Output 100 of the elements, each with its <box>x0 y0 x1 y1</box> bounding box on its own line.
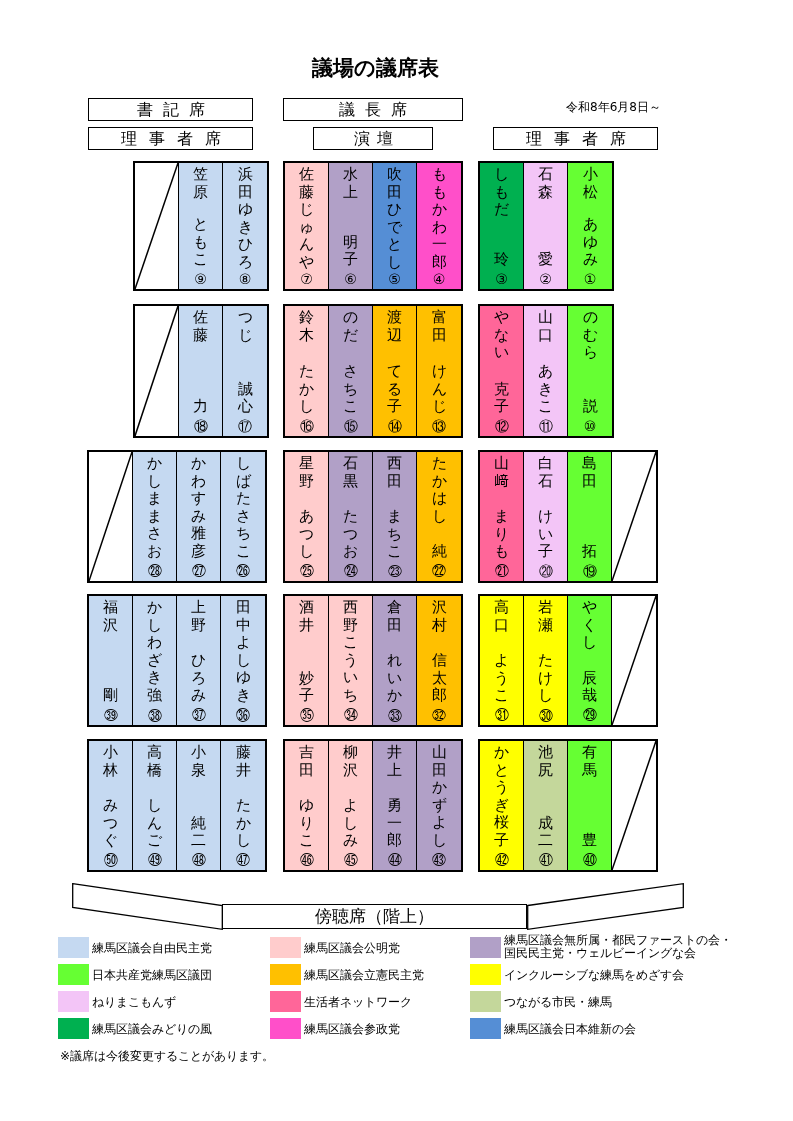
legend-text: 練馬区議会参政党 <box>304 1021 400 1036</box>
seat <box>568 596 612 725</box>
seat-number: ㉕ <box>299 564 314 578</box>
seat <box>221 596 265 725</box>
seat-number: ⑥ <box>344 272 357 286</box>
seat-number: ① <box>583 272 597 286</box>
legend-text: ねりまこもんず <box>92 994 176 1009</box>
seat-number: ㉙ <box>582 708 597 722</box>
member-name: 説 <box>581 398 599 416</box>
seat <box>480 741 524 870</box>
seat-number: ⑬ <box>432 419 446 433</box>
member-name: よしみ <box>342 797 359 850</box>
legend-text: 練馬区議会みどりの風 <box>92 1021 212 1036</box>
member-name: 辰哉 <box>581 669 598 705</box>
member-name: つじ <box>236 309 254 345</box>
member-name: たけし <box>537 652 554 705</box>
member-name: 純 <box>430 543 448 561</box>
seat <box>373 163 417 289</box>
footnote-text: ※議席は今後変更することがあります。 <box>60 1049 275 1064</box>
seat-number: ⑫ <box>494 419 509 433</box>
member-name: かしわざき強 <box>146 599 163 705</box>
seat <box>524 452 568 581</box>
seat-number: ⑭ <box>387 419 402 433</box>
member-name: 妙子 <box>298 669 315 705</box>
seat <box>179 306 223 436</box>
seat-number: ⑳ <box>538 564 553 578</box>
member-name: 池尻 <box>537 744 554 780</box>
member-name: 渡辺 <box>386 309 403 345</box>
seat-number: ⑩ <box>583 419 597 433</box>
seat-number: ㊹ <box>387 853 402 867</box>
seat <box>417 163 461 289</box>
seat <box>285 306 329 436</box>
seat <box>373 596 417 725</box>
member-name: 沢村 <box>430 599 448 635</box>
gallery-wing <box>527 883 684 930</box>
member-name: 純二 <box>190 814 207 850</box>
seat <box>480 163 524 289</box>
legend-text: 生活者ネットワーク <box>304 994 412 1009</box>
seat-number: ㊺ <box>343 853 358 867</box>
seat-number: ㉞ <box>343 708 358 722</box>
seat-number: ㊶ <box>538 853 553 867</box>
seat <box>524 741 568 870</box>
seat-number: ㉟ <box>299 708 314 722</box>
section-box: 理事者席 <box>88 127 253 150</box>
seat-number: ③ <box>495 272 508 286</box>
seat-number: ㊼ <box>236 853 250 867</box>
seat-number: ㉝ <box>387 708 402 722</box>
member-name: あきこ <box>537 363 554 416</box>
seat-number: ㊾ <box>147 853 162 867</box>
seat-number: ⑮ <box>343 419 358 433</box>
member-name: まちこ <box>386 508 403 561</box>
member-name: 島田 <box>581 455 598 491</box>
member-name: けい子 <box>537 508 554 561</box>
member-name: てる子 <box>386 363 403 416</box>
seat <box>524 596 568 725</box>
member-name: けんじ <box>430 363 448 416</box>
seat-number: ㊷ <box>494 853 509 867</box>
seat <box>417 452 461 581</box>
member-name: 柳沢 <box>342 744 359 780</box>
seat-number: ㉓ <box>387 564 402 578</box>
seat-number: ② <box>539 272 552 286</box>
member-name: 佐藤 <box>192 309 209 345</box>
member-name: 高口 <box>493 599 510 635</box>
member-name: たかし <box>234 797 252 850</box>
seat-number: ⑧ <box>238 272 252 286</box>
member-name: 信太郎 <box>430 652 448 705</box>
member-name: 高橋 <box>146 744 163 780</box>
section-box: 議長席 <box>283 98 463 121</box>
member-name: 愛 <box>537 251 554 269</box>
member-name: しんご <box>146 797 163 850</box>
gallery-wing <box>72 883 223 930</box>
seat <box>329 452 373 581</box>
seat-number: ㉘ <box>147 564 162 578</box>
seat-number: ㉖ <box>236 564 250 578</box>
seat <box>568 741 612 870</box>
seat <box>133 741 177 870</box>
member-name: みつぐ <box>102 797 119 850</box>
member-name: 剛 <box>102 687 119 705</box>
seat-number: ⑲ <box>582 564 597 578</box>
seat-number: ㉛ <box>494 708 509 722</box>
member-name: 藤井 <box>234 744 252 780</box>
member-name: 小松 <box>581 166 599 202</box>
seat-number: ㉗ <box>191 564 206 578</box>
member-name: 田中よしゆき <box>234 599 252 705</box>
seat <box>417 596 461 725</box>
member-name: 浜田ゆきひろ <box>236 166 254 272</box>
seat <box>524 306 568 436</box>
seat <box>480 306 524 436</box>
seat <box>221 741 265 870</box>
member-name: さちこ <box>342 363 359 416</box>
seat <box>417 306 461 436</box>
member-name: 山田かずよし <box>430 744 448 850</box>
seat-number: ⑰ <box>238 419 252 433</box>
legend-text: インクルーシブな練馬をめざす会 <box>504 967 684 982</box>
member-name: やくし <box>581 599 598 652</box>
member-name: 克子 <box>493 380 510 416</box>
seat <box>89 741 133 870</box>
seat <box>373 452 417 581</box>
seat-number: ㉚ <box>538 708 553 722</box>
seat <box>177 741 221 870</box>
